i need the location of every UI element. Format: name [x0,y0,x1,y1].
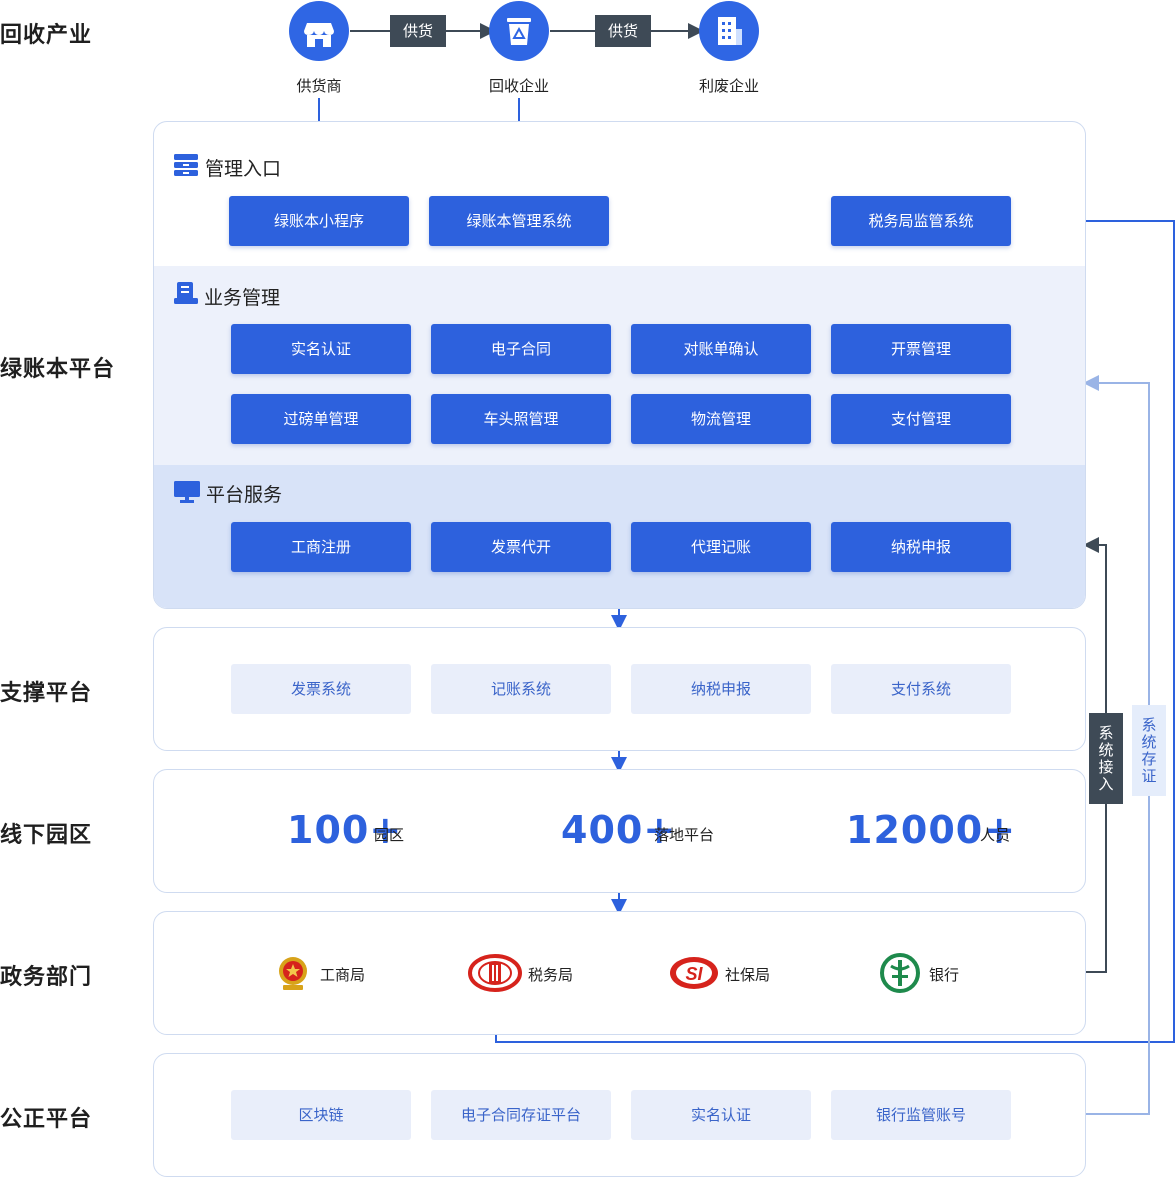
gov-tax-label: 税务局 [528,966,574,984]
row-label-support: 支撑平台 [0,681,93,706]
row-label-platform: 绿账本平台 [0,357,116,382]
reuser-node [699,1,759,61]
biz-statement-button[interactable]: 对账单确认 [631,324,811,374]
tax-supervision-button[interactable]: 税务局监管系统 [831,196,1011,246]
biz-realname-button[interactable]: 实名认证 [231,324,411,374]
drawer-icon [174,154,198,176]
recycler-label: 回收企业 [488,77,549,95]
national-emblem-icon [279,957,307,990]
gov-bank-label: 银行 [929,966,960,984]
supply-tag-2: 供货 [595,15,651,47]
notary-bank-supervision[interactable]: 银行监管账号 [831,1090,1011,1140]
row-label-notary: 公正平台 [0,1107,93,1132]
store-icon [304,23,334,47]
management-title: 管理入口 [205,158,282,180]
recycle-bin-icon [507,18,531,45]
stat-staff-number: 12000+ [846,808,1017,852]
stat-parks-unit: 园区 [374,826,405,844]
building-icon [718,17,742,45]
biz-logistics-button[interactable]: 物流管理 [631,394,811,444]
bank-logo-icon [880,953,920,993]
mini-program-button[interactable]: 绿账本小程序 [229,196,409,246]
management-system-button[interactable]: 绿账本管理系统 [429,196,609,246]
support-invoice-system[interactable]: 发票系统 [231,664,411,714]
biz-invoice-button[interactable]: 开票管理 [831,324,1011,374]
notary-contract-evidence[interactable]: 电子合同存证平台 [431,1090,611,1140]
svc-bookkeeping-button[interactable]: 代理记账 [631,522,811,572]
stat-parks-number: 100+ [287,808,403,852]
row-label-offline: 线下园区 [0,823,93,848]
supply-tag-1: 供货 [390,15,446,47]
supplier-node [289,1,349,61]
system-access-tag: 系统接入 [1089,713,1123,804]
svc-invoice-agent-button[interactable]: 发票代开 [431,522,611,572]
biz-truckphoto-button[interactable]: 车头照管理 [431,394,611,444]
gov-social-label: 社保局 [725,966,771,984]
system-access-label: 系统接入 [1098,724,1114,793]
document-icon [174,282,198,304]
supplier-label: 供货商 [296,77,342,95]
stat-platforms-unit: 落地平台 [654,826,715,844]
notary-blockchain[interactable]: 区块链 [231,1090,411,1140]
services-title: 平台服务 [206,484,283,506]
row-label-gov: 政务部门 [0,965,93,990]
support-bookkeeping-system[interactable]: 记账系统 [431,664,611,714]
tax-bureau-emblem-icon [468,954,522,992]
recycler-node [489,1,549,61]
biz-weighbill-button[interactable]: 过磅单管理 [231,394,411,444]
notary-realname[interactable]: 实名认证 [631,1090,811,1140]
support-payment-system[interactable]: 支付系统 [831,664,1011,714]
monitor-icon [174,481,200,503]
svc-tax-filing-button[interactable]: 纳税申报 [831,522,1011,572]
system-evidence-label: 系统存证 [1141,716,1157,785]
reuser-label: 利废企业 [698,77,759,95]
business-title: 业务管理 [204,287,281,309]
biz-payment-button[interactable]: 支付管理 [831,394,1011,444]
gov-panel [153,911,1086,1035]
stat-platforms-number: 400+ [561,808,677,852]
gov-commerce-label: 工商局 [320,966,366,984]
svc-registration-button[interactable]: 工商注册 [231,522,411,572]
system-evidence-tag: 系统存证 [1132,705,1166,796]
support-tax-filing[interactable]: 纳税申报 [631,664,811,714]
biz-contract-button[interactable]: 电子合同 [431,324,611,374]
stat-staff-unit: 人员 [980,826,1011,844]
row-label-recycle: 回收产业 [0,23,93,48]
social-security-logo-icon: SI [670,957,718,989]
svg-text:SI: SI [685,964,703,984]
offline-panel [153,769,1086,893]
